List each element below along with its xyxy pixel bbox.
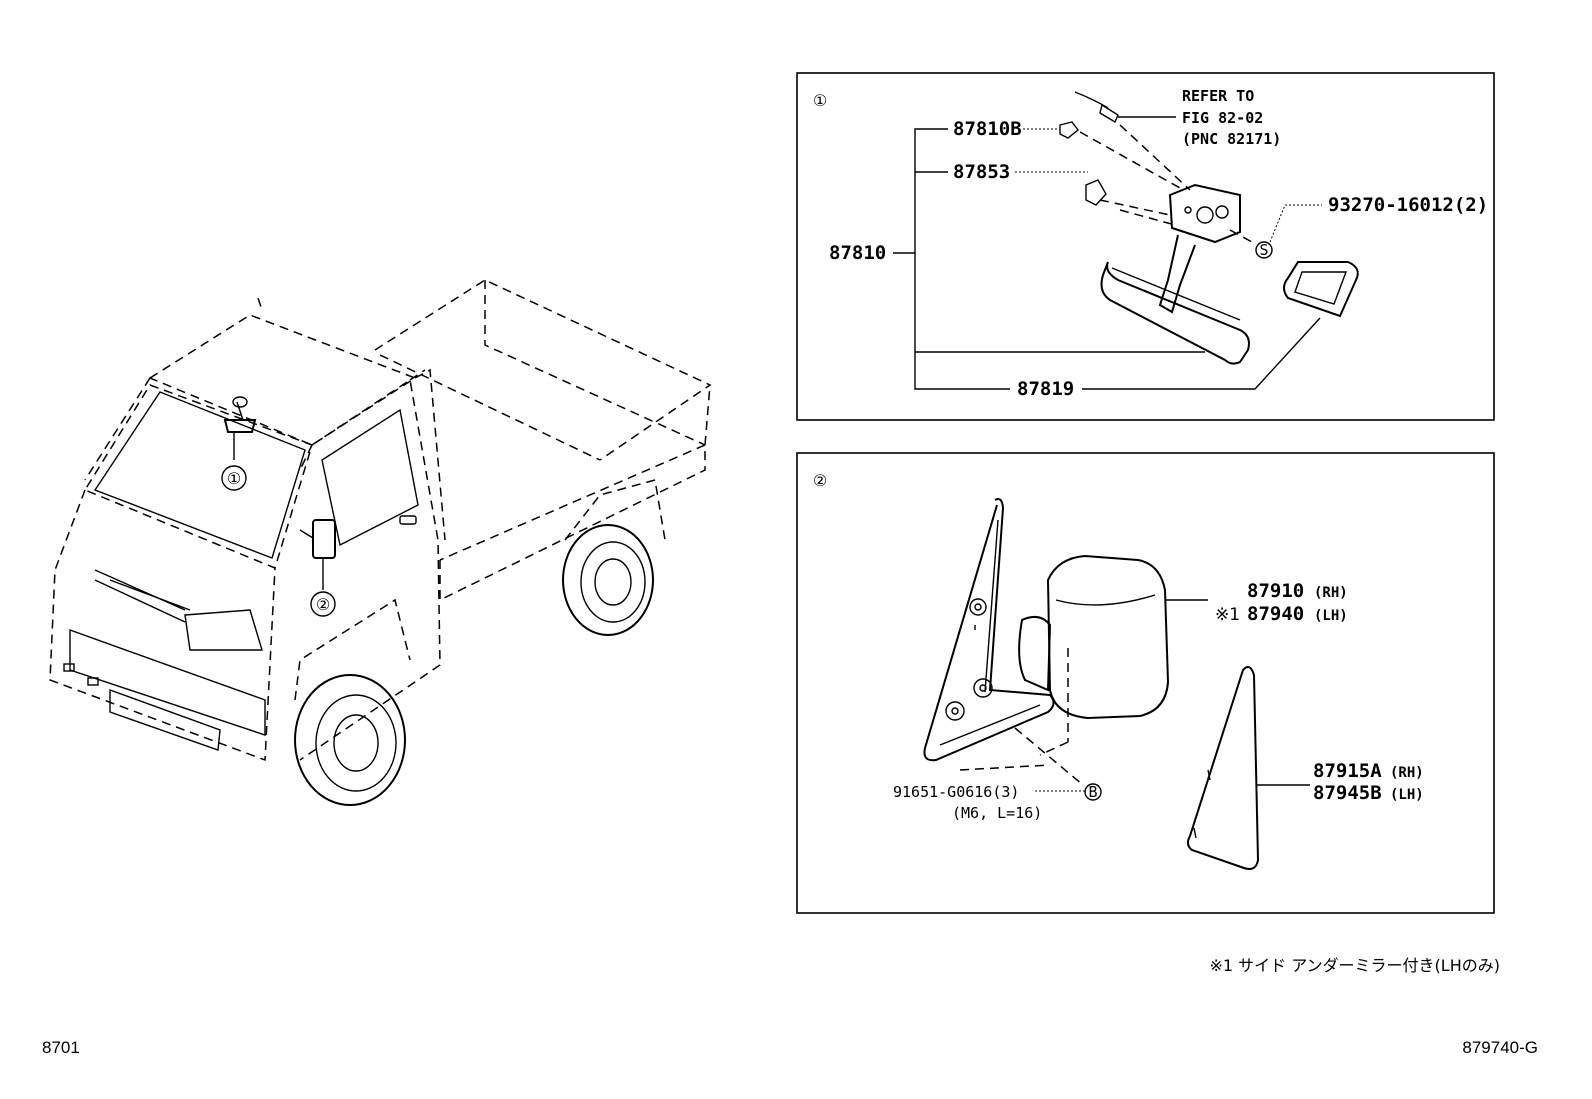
page-code-right: 879740-G bbox=[1462, 1038, 1538, 1057]
refer-line-2: FIG 82-02 bbox=[1182, 109, 1263, 127]
refer-line-1: REFER TO bbox=[1182, 87, 1254, 105]
part-93270: 93270-16012(2) bbox=[1328, 194, 1488, 216]
truck-illustration bbox=[49, 279, 712, 806]
part-87945B-side: (LH) bbox=[1390, 787, 1424, 803]
part-91651-spec: (M6, L=16) bbox=[952, 804, 1042, 822]
part-87819: 87819 bbox=[1017, 378, 1074, 400]
panel-2-marker: ② bbox=[813, 471, 827, 490]
footnote: ※1 サイド アンダーミラー付き(LHのみ) bbox=[1209, 956, 1500, 975]
part-91651: 91651-G0616(3) bbox=[893, 783, 1019, 801]
part-87810B: 87810B bbox=[953, 118, 1022, 140]
page-code-left: 8701 bbox=[42, 1038, 80, 1057]
part-87810: 87810 bbox=[829, 242, 886, 264]
part-87940-note-mark: ※1 bbox=[1215, 605, 1240, 625]
part-87915A-side: (RH) bbox=[1390, 765, 1424, 781]
panel-2-frame bbox=[796, 452, 1495, 914]
symbol-b: B bbox=[1088, 783, 1097, 801]
panel-1-frame bbox=[796, 72, 1495, 421]
refer-line-3: (PNC 82171) bbox=[1182, 130, 1281, 148]
panel-1-marker: ① bbox=[813, 91, 827, 110]
truck-callout-1: ① bbox=[227, 469, 241, 488]
part-87940-side: (LH) bbox=[1314, 608, 1348, 624]
part-87910: 87910 bbox=[1247, 580, 1304, 602]
part-87940: 87940 bbox=[1247, 603, 1304, 625]
truck-callout-2: ② bbox=[316, 595, 330, 614]
part-87915A: 87915A bbox=[1313, 760, 1382, 782]
part-87910-side: (RH) bbox=[1314, 585, 1348, 601]
symbol-s: S bbox=[1259, 241, 1268, 259]
part-87853: 87853 bbox=[953, 161, 1010, 183]
part-87945B: 87945B bbox=[1313, 782, 1382, 804]
